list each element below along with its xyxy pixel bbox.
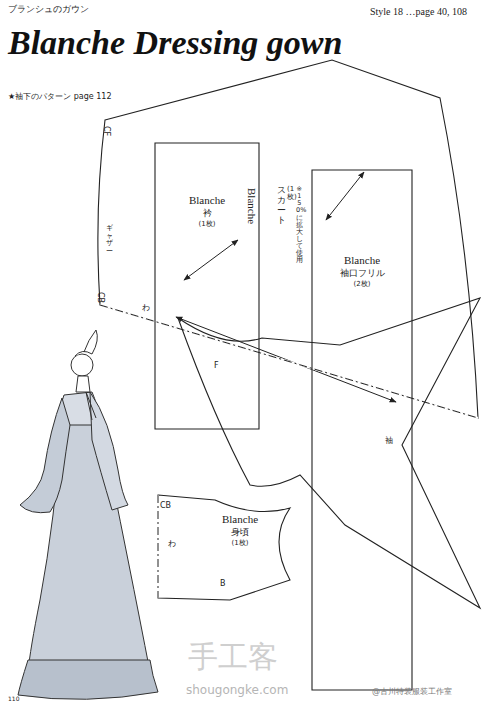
- skirt-piece: Blancheスカート(1枚)※150%に拡大して使用: [92, 52, 484, 424]
- piece-outline: [155, 143, 259, 429]
- piece-outline: [312, 170, 412, 690]
- page-number: 110: [8, 696, 19, 703]
- watermark-url: shougongke.com: [186, 684, 288, 697]
- piece-outline: [174, 294, 484, 612]
- page-subtitle: ブランシュのガウン: [8, 5, 89, 15]
- fold-mark: わ: [142, 304, 150, 313]
- grain-line: [184, 240, 238, 280]
- center-front-mark: CF: [101, 126, 110, 136]
- piece-title: 袖口フリル: [340, 269, 385, 279]
- piece-count: (1枚): [287, 186, 294, 201]
- back-mark: B: [220, 580, 226, 589]
- piece-name: Blanche: [344, 254, 380, 266]
- front-mark: F: [214, 362, 219, 371]
- piece-name: Blanche: [222, 513, 258, 525]
- piece-name: Blanche: [246, 188, 258, 224]
- piece-count: (2枚): [354, 281, 371, 289]
- watermark: 手工客: [188, 640, 278, 673]
- figure-illustration: [18, 330, 158, 699]
- grain-line: [326, 172, 364, 220]
- collar-piece: Blanche 衿 (1枚): [155, 143, 259, 429]
- center-back-mark: CB: [95, 292, 104, 303]
- fold-mark: わ: [168, 540, 176, 549]
- piece-name: Blanche: [189, 194, 225, 206]
- cuff-ruffle-piece: Blanche 袖口フリル (2枚): [312, 170, 412, 690]
- piece-count: (1枚): [232, 540, 249, 548]
- sleeve-piece: 袖: [174, 294, 484, 612]
- piece-count: (1枚): [199, 221, 216, 229]
- gather-mark: ギャザー: [106, 225, 113, 256]
- center-back-mark: CB: [160, 502, 171, 511]
- watermark-credit: @古川特装服装工作室: [372, 688, 452, 697]
- page-title: Blanche Dressing gown: [8, 24, 342, 61]
- piece-title: スカート: [277, 186, 286, 226]
- piece-outline: [92, 52, 484, 424]
- piece-title: 衿: [203, 209, 212, 219]
- grain-line: [176, 317, 396, 402]
- style-reference: Style 18 …page 40, 108: [370, 6, 467, 17]
- pattern-note: ★袖下のパターン page 112: [8, 93, 112, 102]
- piece-note: ※150%に拡大して使用: [296, 186, 303, 265]
- piece-title: 身頃: [231, 528, 249, 538]
- piece-title: 袖: [385, 437, 393, 446]
